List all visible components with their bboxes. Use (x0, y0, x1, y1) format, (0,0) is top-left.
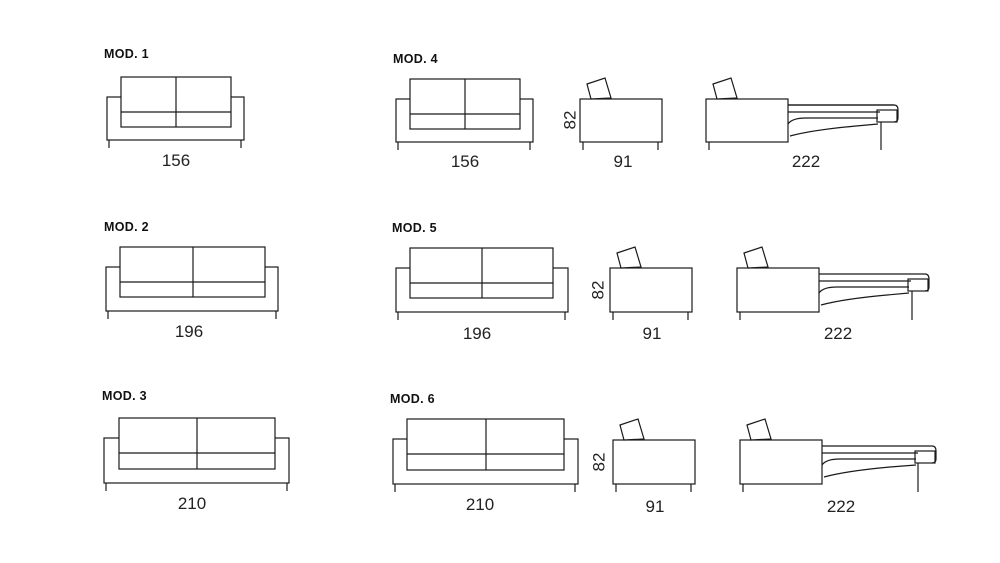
model-6-open-bed-view (739, 418, 937, 492)
model-1: MOD. 1 156 (104, 47, 245, 170)
model-6-open-length-dimension: 222 (827, 497, 855, 516)
model-2: MOD. 2 196 (104, 220, 279, 341)
model-3-width-dimension: 210 (178, 494, 206, 513)
model-4-label: MOD. 4 (393, 52, 438, 66)
model-3: MOD. 3 210 (102, 389, 290, 513)
model-2-label: MOD. 2 (104, 220, 149, 234)
model-6-side-view (612, 418, 696, 492)
model-6-width-dimension: 210 (466, 495, 494, 514)
model-5-side-view (609, 246, 693, 320)
model-6-height-dimension: 82 (590, 453, 609, 472)
model-3-label: MOD. 3 (102, 389, 147, 403)
model-2-front-view (105, 246, 279, 319)
model-4-depth-dimension: 91 (614, 152, 633, 171)
model-6: MOD. 6 210 82 91 22 (390, 392, 937, 516)
model-4-side-view (579, 77, 663, 150)
model-5: MOD. 5 196 82 91 22 (392, 221, 930, 343)
model-5-open-length-dimension: 222 (824, 324, 852, 343)
model-6-front-view (392, 418, 579, 492)
model-6-depth-dimension: 91 (646, 497, 665, 516)
model-5-front-view (395, 247, 569, 320)
model-5-depth-dimension: 91 (643, 324, 662, 343)
model-4-open-bed-view (705, 77, 899, 150)
model-4-open-length-dimension: 222 (792, 152, 820, 171)
model-4-front-view (395, 78, 534, 150)
model-5-width-dimension: 196 (463, 324, 491, 343)
model-1-width-dimension: 156 (162, 151, 190, 170)
model-1-label: MOD. 1 (104, 47, 149, 61)
model-5-label: MOD. 5 (392, 221, 437, 235)
model-4-width-dimension: 156 (451, 152, 479, 171)
model-1-front-view (106, 76, 245, 148)
model-4-height-dimension: 82 (561, 111, 580, 130)
model-3-front-view (103, 417, 290, 491)
model-5-open-bed-view (736, 246, 930, 320)
model-2-width-dimension: 196 (175, 322, 203, 341)
model-4: MOD. 4 156 82 91 (393, 52, 899, 171)
model-5-height-dimension: 82 (589, 281, 608, 300)
model-6-label: MOD. 6 (390, 392, 435, 406)
